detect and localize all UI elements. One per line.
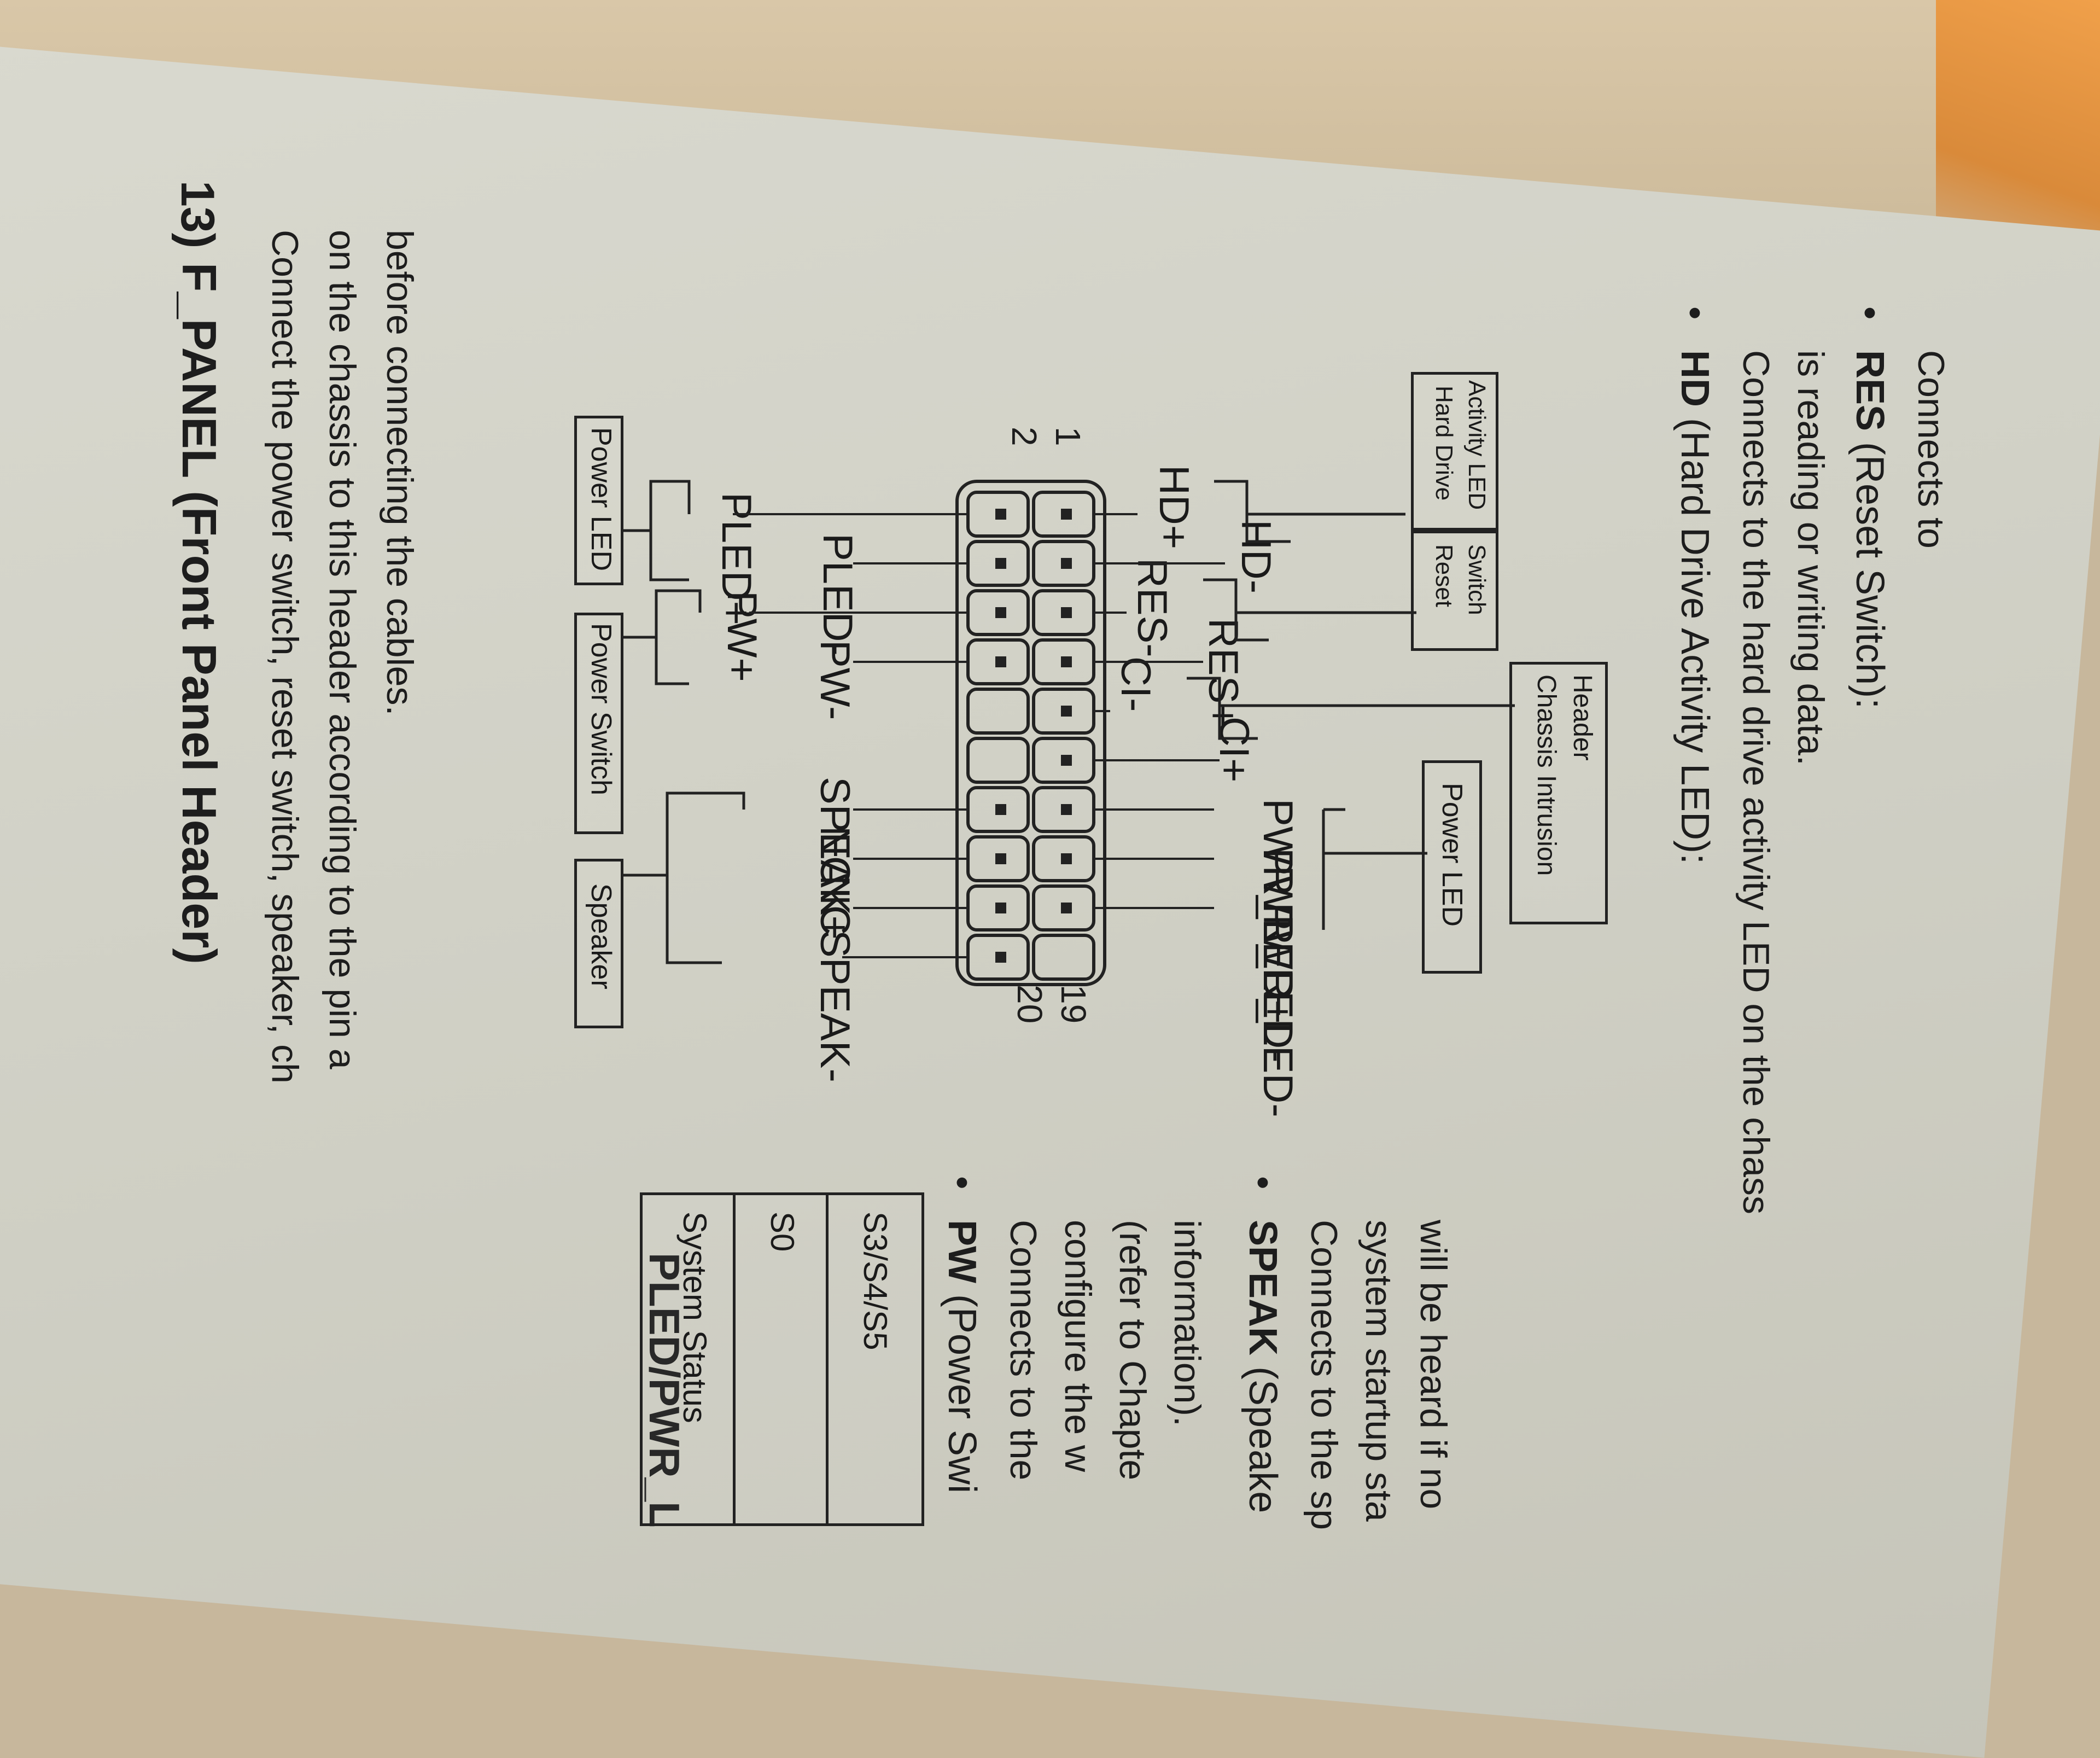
res-heading: RES (Reset Switch): [1847, 350, 1892, 709]
connector-diagram [623, 480, 1515, 986]
speak-rest: (Speake [1241, 1355, 1285, 1513]
speak-line-3: will be heard if no [1413, 1220, 1454, 1510]
rotated-page-content: 13) F_PANEL (Front Panel Header) Connect… [171, 181, 1952, 1530]
table-row-s0: S0 [764, 1212, 801, 1252]
bullet-speak: • [1242, 1176, 1285, 1190]
hd-line-2: is reading or writing data. [1790, 350, 1831, 766]
bullet-res: • [1849, 306, 1892, 320]
pw-line-3: (refer to Chapte [1112, 1220, 1153, 1481]
pw-line-2: configure the w [1057, 1220, 1099, 1472]
res-line-1: Connects to [1910, 350, 1952, 549]
res-rest: (Reset Switch): [1848, 431, 1892, 709]
hd-heading: HD (Hard Drive Activity LED): [1672, 350, 1717, 864]
res-bold: RES [1848, 350, 1892, 432]
pw-line-4: information). [1166, 1220, 1208, 1427]
header-outline [955, 480, 1106, 986]
speak-heading: SPEAK (Speake [1240, 1220, 1285, 1513]
pw-line-1: Connects to the [1002, 1220, 1044, 1481]
hd-line-1: Connects to the hard drive activity LED … [1735, 350, 1777, 1214]
pin-grid [966, 491, 1095, 981]
table-row-s3s4s5: S3/S4/S5 [857, 1212, 894, 1350]
hd-rest: (Hard Drive Activity LED): [1673, 407, 1717, 865]
bullet-hd: • [1674, 306, 1717, 320]
pw-heading: PW (Power Swi [940, 1220, 984, 1493]
pw-bold: PW [940, 1220, 984, 1283]
pin-dots [995, 509, 1072, 963]
hd-bold: HD [1673, 350, 1717, 407]
speak-line-2: system startup sta [1358, 1220, 1399, 1522]
speak-bold: SPEAK [1241, 1220, 1285, 1356]
bullet-pw: • [941, 1176, 984, 1190]
pw-rest: (Power Swi [940, 1283, 984, 1494]
status-table: System Status S0 S3/S4/S5 [640, 1192, 924, 1526]
speak-line-1: Connects to the sp [1303, 1220, 1345, 1530]
table-header-cell: System Status [676, 1212, 713, 1423]
